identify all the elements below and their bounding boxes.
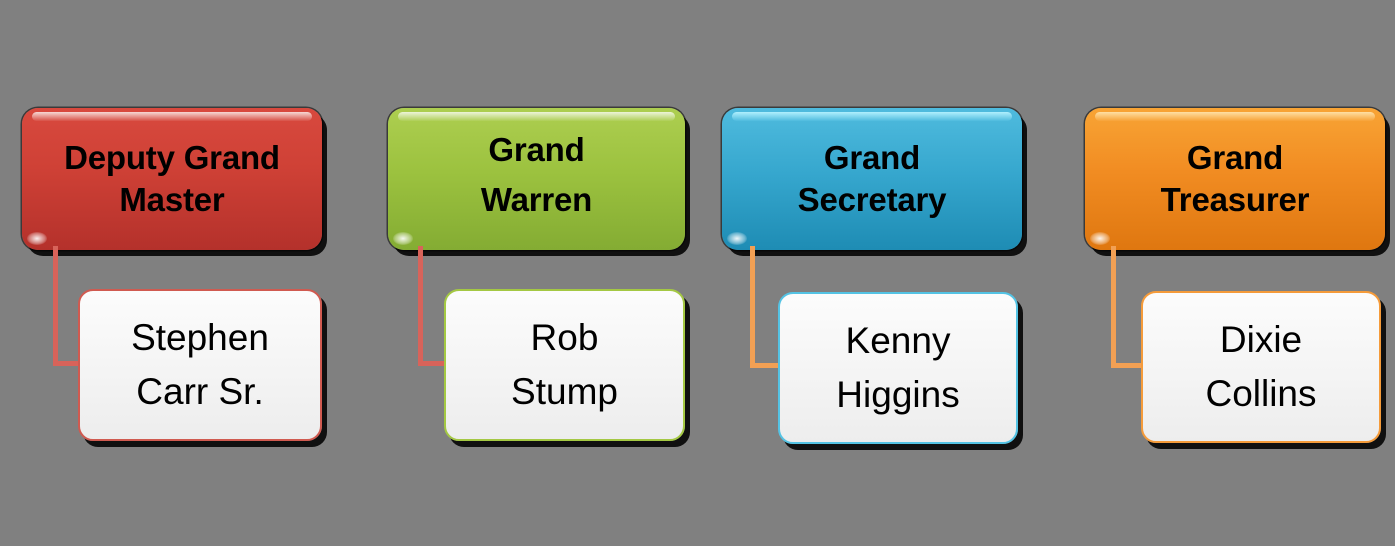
connector-vertical-segment	[53, 246, 58, 366]
person-name-line-2: Stump	[511, 371, 618, 412]
role-label: Grand Secretary	[797, 138, 947, 218]
org-group-grand-warren: Grand Warren Rob Stump	[388, 0, 698, 546]
person-name-line-1: Dixie	[1219, 319, 1303, 361]
role-box-grand-treasurer[interactable]: Grand Treasurer	[1085, 108, 1385, 250]
person-name-line-1: Stephen	[131, 317, 269, 359]
person-name-line-1: Kenny	[845, 320, 951, 362]
person-name-line-2: Higgins	[836, 374, 960, 415]
connector-vertical-segment	[750, 246, 755, 368]
name-box-kenny-higgins[interactable]: Kenny Higgins	[778, 292, 1018, 444]
person-name-line-2: Collins	[1205, 373, 1317, 414]
org-group-deputy-grand-master: Deputy Grand Master Stephen Carr Sr.	[22, 0, 352, 546]
person-name-line-1: Rob	[530, 317, 599, 359]
connector-vertical-segment	[1111, 246, 1116, 368]
connector-vertical-segment	[418, 246, 423, 366]
role-box-grand-warren[interactable]: Grand Warren	[388, 108, 685, 250]
name-box-dixie-collins[interactable]: Dixie Collins	[1141, 291, 1381, 443]
person-name-line-2: Carr Sr.	[136, 371, 264, 412]
role-label: Grand Warren	[480, 131, 593, 219]
name-box-stephen-carr-sr[interactable]: Stephen Carr Sr.	[78, 289, 322, 441]
role-box-grand-secretary[interactable]: Grand Secretary	[722, 108, 1022, 250]
org-group-grand-secretary: Grand Secretary Kenny Higgins	[722, 0, 1022, 546]
role-label: Deputy Grand Master	[64, 138, 280, 218]
name-box-rob-stump[interactable]: Rob Stump	[444, 289, 685, 441]
role-box-deputy-grand-master[interactable]: Deputy Grand Master	[22, 108, 322, 250]
org-group-grand-treasurer: Grand Treasurer Dixie Collins	[1085, 0, 1385, 546]
role-label: Grand Treasurer	[1160, 138, 1310, 218]
